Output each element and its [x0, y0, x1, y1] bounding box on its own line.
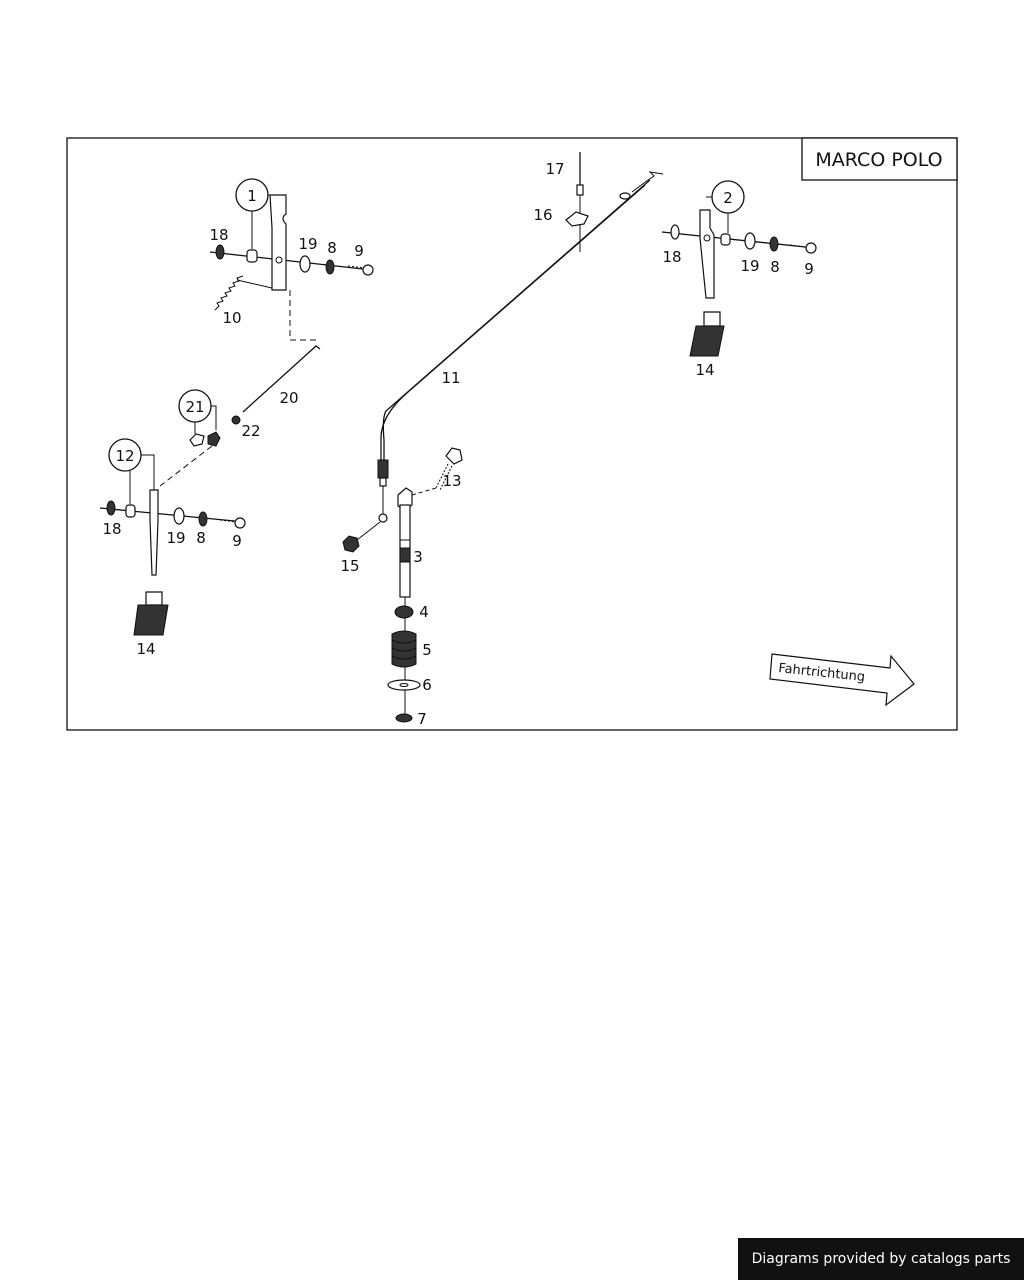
part-label: 22 [241, 422, 260, 440]
bolt-13 [411, 447, 463, 496]
clip-21 [189, 431, 221, 447]
part-label: 4 [419, 603, 429, 621]
direction-arrow: Fahrtrichtung [769, 653, 915, 707]
stack-4-7 [387, 605, 421, 723]
clamp-16 [565, 211, 589, 227]
part-label: 10 [222, 309, 241, 327]
part-label: 18 [662, 248, 681, 266]
rod-20 [231, 345, 321, 425]
part-label: 8 [196, 529, 206, 547]
part-label: 9 [804, 260, 814, 278]
part-label: 11 [441, 369, 460, 387]
callout-label: 21 [185, 398, 204, 416]
part-label: 16 [533, 206, 552, 224]
part-label: 6 [422, 676, 432, 694]
part-label: 8 [770, 258, 780, 276]
part-label: 15 [340, 557, 359, 575]
part-label: 8 [327, 239, 337, 257]
pedal-bracket-1 [209, 194, 374, 341]
part-label: 17 [545, 160, 564, 178]
diagram-title: MARCO POLO [815, 149, 942, 171]
part-label: 20 [279, 389, 298, 407]
part-label: 19 [298, 235, 317, 253]
callout-label: 2 [723, 189, 733, 207]
nut-15 [342, 521, 381, 553]
cable-11 [377, 171, 664, 523]
part-label: 13 [442, 472, 461, 490]
part-label: 18 [209, 226, 228, 244]
part-label: 5 [422, 641, 432, 659]
part-label: 18 [102, 520, 121, 538]
part-label: 9 [232, 532, 242, 550]
pedal-bracket-2 [661, 209, 817, 357]
footer-credit: Diagrams provided by catalogs parts [738, 1238, 1024, 1280]
part-label: 19 [740, 257, 759, 275]
part-label: 3 [413, 548, 423, 566]
diagram-frame [66, 137, 958, 731]
part-label: 14 [695, 361, 714, 379]
part-label: 7 [417, 710, 427, 728]
callout-label: 1 [247, 187, 257, 205]
part-label: 9 [354, 242, 364, 260]
part-label: 14 [136, 640, 155, 658]
pedal-bracket-12 [99, 445, 246, 636]
part-label: 19 [166, 529, 185, 547]
callout-label: 12 [115, 447, 134, 465]
title-box [801, 137, 958, 181]
